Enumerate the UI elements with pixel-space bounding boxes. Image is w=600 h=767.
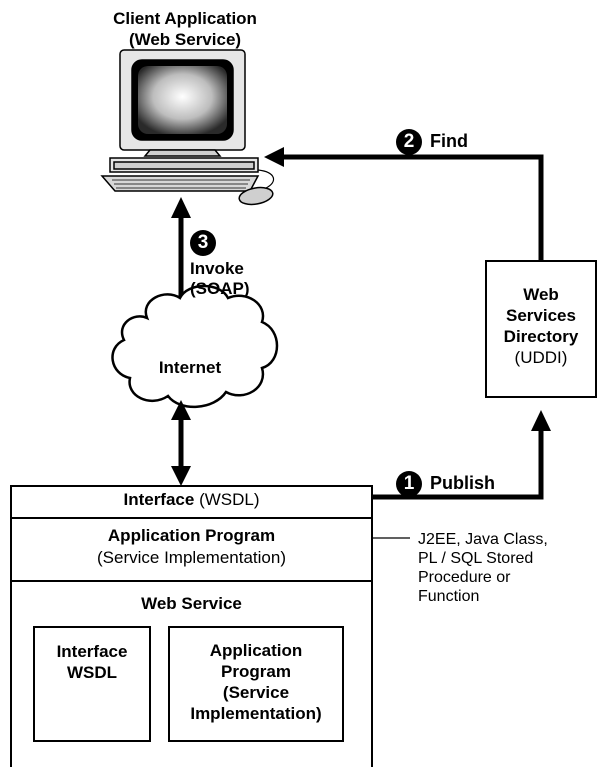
directory-line4: (UDDI) [514, 348, 568, 367]
web-services-directory-box [485, 260, 597, 398]
client-title: Client Application (Web Service) [60, 8, 310, 50]
application-program-subtitle: (Service Implementation) [97, 548, 286, 567]
interface-row-normal: (WSDL) [199, 490, 260, 509]
internet-to-service-arrow [171, 400, 191, 486]
invoke-label-line2: (SOAP) [190, 279, 250, 298]
publish-arrow [372, 410, 551, 500]
step-2-badge: 2 [396, 129, 422, 155]
client-title-line1: Client Application [113, 9, 257, 28]
inner-application-line3: (Service [222, 683, 290, 702]
internet-cloud-icon [111, 284, 279, 409]
inner-interface-box [33, 626, 151, 742]
note-line4: Function [418, 588, 480, 605]
invoke-label: Invoke (SOAP) [190, 259, 250, 299]
invoke-label-line1: Invoke [190, 259, 244, 278]
client-title-line2: (Web Service) [128, 30, 242, 49]
interface-row: Interface (WSDL) [10, 489, 373, 511]
find-label: Find [430, 131, 468, 151]
inner-interface-line1: Interface [56, 642, 128, 661]
note-line3: Procedure or [418, 569, 511, 586]
interface-row-bold: Interface [123, 490, 195, 509]
inner-application-line1: Application [209, 641, 303, 660]
application-program-title: Application Program [107, 526, 276, 545]
implementation-note: J2EE, Java Class, PL / SQL Stored Proced… [418, 530, 598, 606]
directory-line1: Web [523, 285, 559, 304]
application-program-row: Application Program (Service Implementat… [10, 525, 373, 569]
inner-application-line2: Program [221, 662, 291, 681]
directory-label: Web Services Directory (UDDI) [485, 284, 597, 368]
inner-application-label: Application Program (Service Implementat… [168, 640, 344, 724]
inner-interface-line2: WSDL [66, 663, 118, 682]
inner-application-box [168, 626, 344, 742]
note-line2: PL / SQL Stored [418, 550, 534, 567]
publish-label: Publish [430, 473, 496, 493]
web-service-title: Web Service [141, 594, 242, 613]
inner-application-line4: Implementation) [190, 704, 322, 723]
application-program-divider [10, 580, 373, 582]
find-arrow [264, 147, 544, 260]
inner-interface-label: Interface WSDL [33, 641, 151, 683]
step-1-badge: 1 [396, 471, 422, 497]
note-line1: J2EE, Java Class, [418, 531, 548, 548]
invoke-arrow [171, 197, 191, 302]
internet-label: Internet [158, 358, 222, 377]
client-computer-icon [100, 49, 275, 206]
directory-line2: Services [506, 306, 576, 325]
interface-row-divider [10, 517, 373, 519]
directory-line3: Directory [503, 327, 579, 346]
step-3-badge: 3 [190, 230, 216, 256]
